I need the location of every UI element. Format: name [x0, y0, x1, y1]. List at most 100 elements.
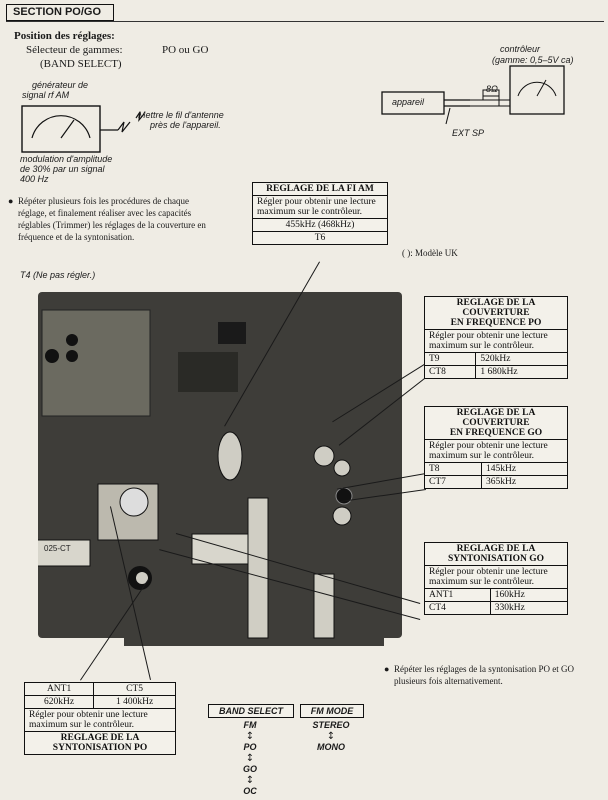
synt-go-title-1: REGLAGE DE LA — [456, 544, 536, 554]
cov-go-desc-2: maximum sur le contrôleur. — [429, 451, 535, 461]
band-select-caption: (BAND SELECT) — [40, 58, 122, 70]
header-rule — [6, 21, 604, 22]
band-select-label: BAND SELECT — [208, 704, 294, 718]
fi-am-desc-2: maximum sur le contrôleur. — [257, 207, 363, 217]
fi-am-part: T6 — [252, 231, 388, 245]
synt-po-title-2: SYNTONISATION PO — [52, 743, 148, 753]
generator-label-2: signal rf AM — [22, 90, 70, 100]
controleur-label: contrôleur — [500, 44, 541, 54]
synt-go-title-2: SYNTONISATION GO — [448, 554, 544, 564]
uk-note: ( ): Modèle UK — [402, 248, 458, 258]
cov-go-desc-1: Régler pour obtenir une lecture — [429, 441, 548, 451]
modulation-2: de 30% par un signal — [20, 164, 105, 174]
arrow-updown-icon: ↕ — [245, 731, 255, 742]
synt-go-part-1: ANT1 — [424, 588, 491, 602]
synt-po-title-1: REGLAGE DE LA — [60, 733, 140, 743]
arrow-updown-icon: ↕ — [326, 731, 336, 742]
cov-po-value-1: 520kHz — [475, 352, 568, 366]
cov-go-part-1: T8 — [424, 462, 482, 476]
synt-go-value-1: 160kHz — [489, 588, 569, 602]
ext-sp-label: EXT SP — [452, 128, 485, 138]
repeat-note-line-4: fréquence et de la syntonisation. — [18, 232, 135, 242]
cov-po-part-2: CT8 — [423, 365, 477, 379]
cov-go-value-2: 365kHz — [480, 475, 569, 489]
cov-po-desc-1: Régler pour obtenir une lecture — [429, 331, 548, 341]
fi-am-title: REGLAGE DE LA FI AM — [252, 182, 388, 196]
cov-po-title-1: REGLAGE DE LA COUVERTURE — [456, 298, 536, 318]
modulation-3: 400 Hz — [20, 174, 49, 184]
selector-label: Sélecteur de gammes: — [26, 44, 123, 56]
fi-am-freq: 455kHz (468kHz) — [252, 218, 388, 232]
synt-po-h2: CT5 — [93, 682, 176, 696]
band-po: PO — [243, 742, 257, 752]
arrow-updown-icon: ↕ — [245, 753, 255, 764]
meter-diagram — [381, 65, 565, 125]
fm-mode-positions: STEREO ↕ MONO — [306, 720, 356, 753]
modulation-1: modulation d'amplitude — [20, 154, 113, 164]
arrow-updown-icon: ↕ — [245, 775, 255, 786]
synt-go-part-2: CT4 — [424, 601, 491, 615]
bottom-note: Répéter les réglages de la syntonisation… — [394, 663, 574, 687]
antenna-note-2: près de l'appareil. — [150, 120, 221, 130]
bottom-note-line-2: plusieurs fois alternativement. — [394, 676, 503, 686]
mode-mono: MONO — [317, 742, 345, 752]
synt-po-desc-2: maximum sur le contrôleur. — [29, 720, 135, 730]
antenna-note-1: Mettre le fil d'antenne — [138, 110, 224, 120]
cov-go-part-2: CT7 — [424, 475, 482, 489]
bullet-icon: ● — [384, 664, 390, 674]
appareil-label: appareil — [392, 97, 425, 107]
band-oc: OC — [243, 786, 257, 796]
cov-po-value-2: 1 680kHz — [475, 365, 568, 379]
synt-po-desc-1: Régler pour obtenir une lecture — [29, 710, 148, 720]
cov-po-title-2: EN FREQUENCE PO — [450, 318, 542, 328]
synt-go-value-2: 330kHz — [489, 601, 569, 615]
synt-po-h1: ANT1 — [23, 682, 95, 696]
t4-note: T4 (Ne pas régler.) — [20, 270, 96, 280]
resistor-label: 8Ω — [486, 84, 498, 94]
cov-po-part-1: T9 — [423, 352, 477, 366]
cov-po-desc-2: maximum sur le contrôleur. — [429, 341, 535, 351]
mode-stereo: STEREO — [312, 720, 350, 730]
signal-generator-icon — [21, 105, 145, 153]
section-title: SECTION PO/GO — [6, 4, 114, 21]
repeat-note-line-2: réglage, et finalement réaliser avec les… — [18, 208, 192, 218]
repeat-note: Répéter plusieurs fois les procédures de… — [18, 195, 258, 243]
synt-go-desc-1: Régler pour obtenir une lecture — [429, 567, 548, 577]
pcb-marking: 025-CT — [44, 544, 71, 553]
cov-go-title-2: EN FREQUENCE GO — [449, 428, 543, 438]
repeat-note-line-3: réglables (Trimmer) les réglages de la c… — [18, 220, 206, 230]
cov-go-value-1: 145kHz — [480, 462, 569, 476]
repeat-note-line-1: Répéter plusieurs fois les procédures de… — [18, 196, 189, 206]
fi-am-desc-1: Régler pour obtenir une lecture — [257, 197, 376, 207]
bottom-note-line-1: Répéter les réglages de la syntonisation… — [394, 664, 574, 674]
band-select-positions: FM ↕ PO ↕ GO ↕ OC — [232, 720, 268, 797]
fi-am-table: REGLAGE DE LA FI AM Régler pour obtenir … — [252, 182, 388, 245]
selector-value: PO ou GO — [162, 44, 209, 56]
fm-mode-label: FM MODE — [300, 704, 364, 718]
pcb-components — [38, 309, 353, 639]
generator-label-1: générateur de — [32, 80, 89, 90]
synt-go-desc-2: maximum sur le contrôleur. — [429, 577, 535, 587]
synt-po-v2: 1 400kHz — [93, 695, 176, 709]
synt-po-v1: 620kHz — [23, 695, 95, 709]
controleur-range: (gamme: 0,5–5V ca) — [492, 55, 574, 65]
position-title: Position des réglages: — [14, 30, 115, 42]
